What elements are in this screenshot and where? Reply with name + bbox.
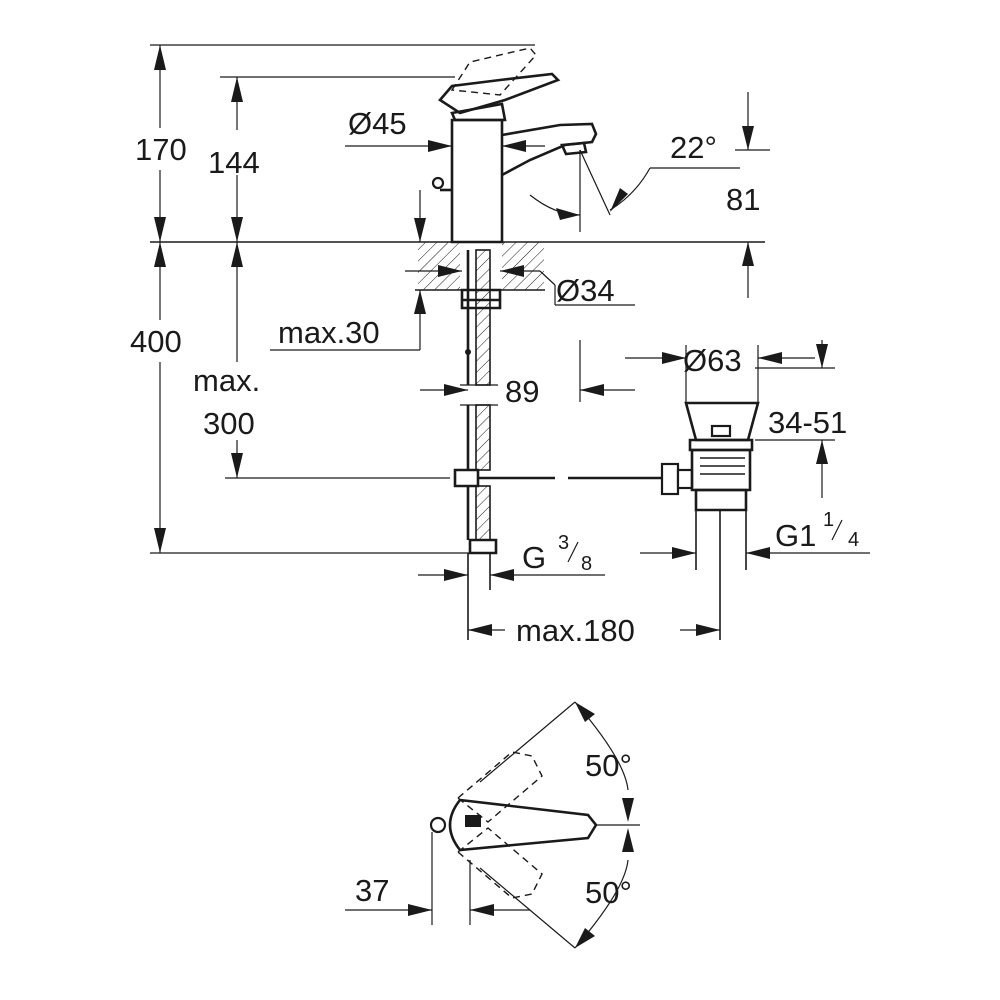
supply-hoses: [453, 249, 498, 640]
dim-hose-max-2: 300: [203, 406, 255, 441]
dim-waste-diameter: Ø63: [683, 343, 742, 378]
waste-thread-num: 1: [823, 509, 834, 531]
faucet-body: [431, 47, 598, 244]
dim-hose-max-1: max.: [193, 363, 260, 398]
dim-supply-thread: G 3 8: [522, 532, 592, 575]
dim-lever-angle-top: 50°: [585, 748, 632, 783]
pop-up-rod: [478, 462, 694, 496]
dim-total-height: 170: [135, 132, 187, 167]
lever-top-view: [345, 701, 640, 949]
dim-lever-offset: 37: [355, 873, 389, 908]
waste-valve: [684, 401, 760, 640]
dim-body-diameter: Ø45: [348, 106, 407, 141]
supply-thread-main: G: [522, 540, 546, 575]
waste-thread-main: G1: [775, 518, 816, 553]
dim-shank-diameter: Ø34: [556, 273, 615, 308]
dim-spout-height: 144: [208, 145, 260, 180]
supply-thread-num: 3: [558, 532, 569, 554]
dim-max-distance: max.180: [516, 613, 635, 648]
supply-thread-den: 8: [581, 553, 592, 575]
waste-thread-den: 4: [848, 529, 859, 551]
dim-waste-thread: G1 1 4: [775, 509, 859, 553]
dim-max-deck: max.30: [278, 315, 380, 350]
dim-lever-angle-bottom: 50°: [585, 875, 632, 910]
dim-spout-angle: 22°: [670, 130, 717, 165]
dim-waste-range: 34-51: [768, 405, 847, 440]
dimension-arrows: [154, 45, 870, 636]
dim-pop-up-offset: 89: [505, 374, 539, 409]
dim-hose-total: 400: [130, 324, 182, 359]
dim-aerator-height: 81: [726, 182, 760, 217]
